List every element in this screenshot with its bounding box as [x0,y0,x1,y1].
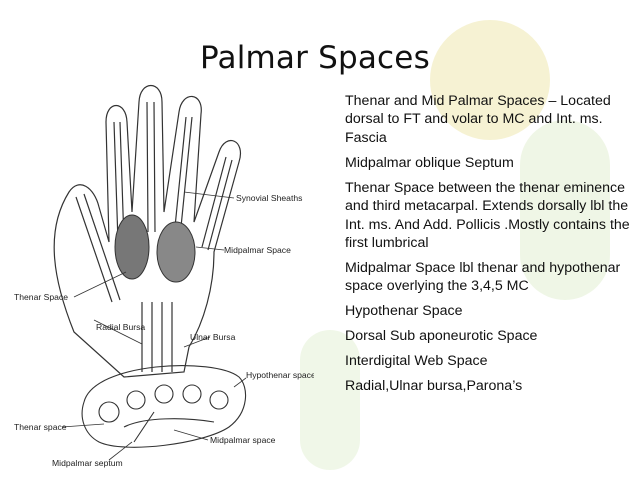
hand-outline [53,85,241,378]
bullet-item: Midpalmar Space lbl thenar and hypothena… [345,260,621,295]
label-thenar-space-cs: Thenar space [14,422,67,432]
label-midpalmar-septum: Midpalmar septum [52,458,123,468]
bullet-list: Thenar and Mid Palmar Spaces – Located d… [345,92,630,402]
cross-section-diagram [81,365,247,448]
decorative-shape [300,330,360,470]
label-pointers [73,191,235,348]
label-synovial-sheaths: Synovial Sheaths [236,193,302,203]
hand-diagram [53,85,241,378]
label-midpalmar-space: Midpalmar Space [224,245,291,255]
label-hypothenar-space: Hypothenar space [246,370,314,380]
bullet-item: Radial,Ulnar bursa,Parona’s [345,378,523,395]
slide-title: Palmar Spaces [200,40,430,76]
thenar-space-shape [114,214,150,280]
cross-section-outline [81,365,247,448]
cs-label-pointers [61,377,247,461]
midpalmar-space-shape [156,221,196,283]
bullet-item: Thenar and Mid Palmar Spaces – Located d… [345,93,611,146]
decorative-shape [520,120,610,300]
finger-sheath [75,193,121,303]
label-thenar-space: Thenar Space [14,292,68,302]
label-radial-bursa: Radial Bursa [96,322,145,332]
decorative-circle [430,20,550,140]
bullet-item: Midpalmar oblique Septum [345,154,514,171]
bullet-item: Interdigital Web Space [345,353,488,370]
bullet-item: Thenar Space between the thenar eminence… [345,179,630,252]
label-ulnar-bursa: Ulnar Bursa [190,332,236,342]
wrist-tendons [141,302,173,372]
finger-sheath [201,156,233,251]
bullet-item: Dorsal Sub aponeurotic Space [345,328,538,345]
finger-sheath [146,101,156,233]
label-midpalmar-space-cs: Midpalmar space [210,435,276,445]
finger-sheath [173,116,193,238]
hand-anatomy-figure: Synovial Sheaths Midpalmar Space Thenar … [14,85,314,468]
bullet-item: Hypothenar Space [345,303,463,320]
